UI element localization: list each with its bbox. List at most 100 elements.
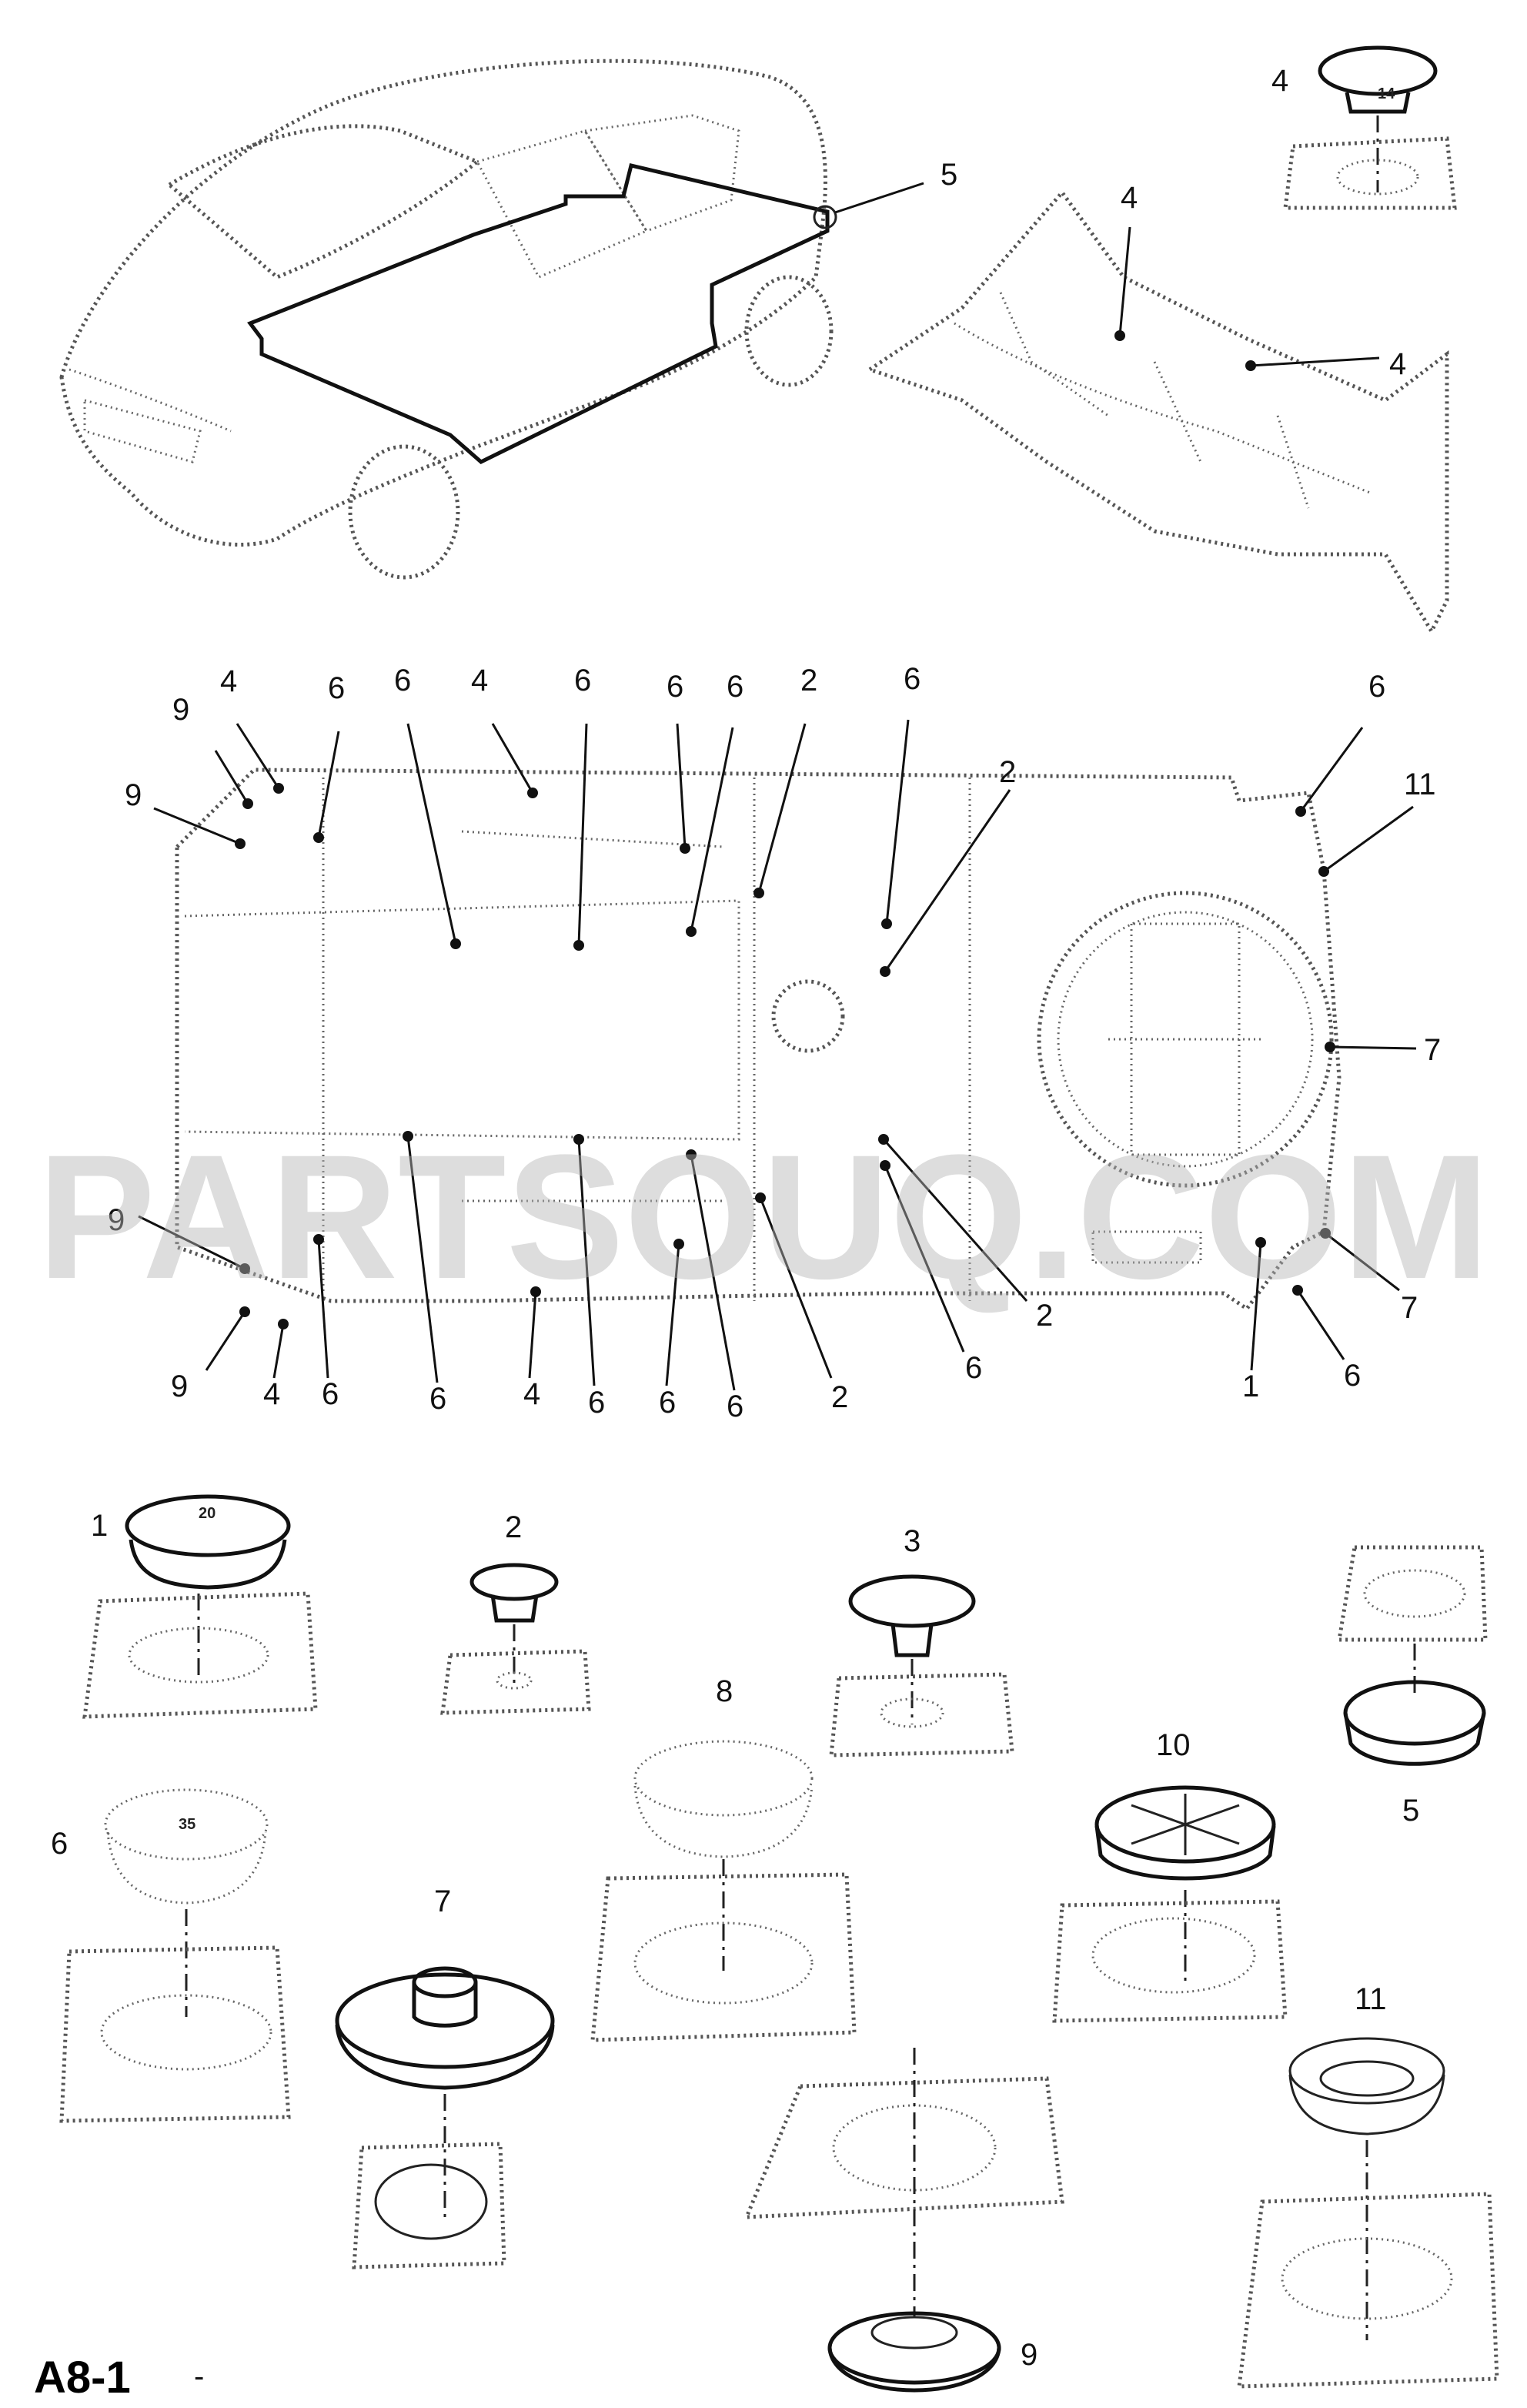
clip-cap: [848, 1574, 976, 1628]
leader-line: [1296, 1289, 1345, 1360]
part-label: 4: [1271, 64, 1288, 98]
car-grille: [83, 399, 202, 463]
callout-label: 6: [322, 1377, 339, 1411]
leader-line: [884, 1165, 965, 1353]
mounting-panel: [1052, 1899, 1288, 2023]
leader-line: [577, 723, 588, 946]
part-label: 9: [1021, 2338, 1037, 2372]
mounting-panel: [59, 1945, 291, 2123]
leader-line: [1118, 226, 1131, 336]
leader-line: [214, 750, 249, 804]
leader-line: [317, 731, 340, 838]
part-label: 1: [91, 1509, 108, 1543]
page-mark: -: [194, 2360, 204, 2393]
clip-cap: [469, 1563, 559, 1601]
plug-disc-side: [1094, 1825, 1276, 1881]
leader-line: [757, 723, 807, 894]
floor-round-boss: [771, 979, 845, 1053]
car-view: 5: [59, 59, 957, 580]
callout-label: 1: [1242, 1370, 1259, 1403]
callout-label: 6: [1368, 670, 1385, 704]
mounting-panel: [1283, 136, 1457, 210]
leader-line: [317, 1239, 329, 1379]
mounting-panel: [1237, 2192, 1499, 2389]
callout-label: 9: [171, 1370, 188, 1403]
plug-cap: [104, 1788, 269, 1861]
mounting-hole: [633, 1921, 814, 2005]
grommet-body: [1288, 2074, 1445, 2135]
plug-body: [633, 1785, 814, 1858]
part-2-detail: 2: [440, 1510, 591, 1715]
part-label: 6: [51, 1827, 68, 1861]
leader-line: [1250, 356, 1380, 367]
leader-line: [153, 807, 241, 845]
callout-label: 2: [831, 1380, 848, 1414]
leader-line: [759, 1197, 833, 1379]
plug-size-mark: 14: [1378, 85, 1395, 102]
bulkhead-outline: [865, 189, 1449, 636]
leader-line: [690, 1154, 736, 1391]
callout-label: 6: [965, 1351, 982, 1385]
callout-label: 6: [727, 670, 743, 704]
leader-line: [885, 719, 910, 925]
callout-label: 4: [1121, 181, 1138, 215]
watermark-text: PARTSOUQ.COM: [38, 1118, 1490, 1316]
floor-tunnel: [184, 899, 740, 1141]
callout-label: 6: [667, 670, 683, 704]
plug-size-mark: 35: [179, 1816, 195, 1833]
callout-label: 6: [429, 1382, 446, 1416]
leader-line: [690, 727, 734, 932]
callout-label: 4: [523, 1377, 540, 1411]
callout-label: 11: [1404, 768, 1436, 801]
callout-label: 6: [659, 1386, 676, 1420]
leader-line: [406, 1135, 439, 1383]
plug-disc-top: [1094, 1785, 1276, 1864]
mounting-hole: [880, 1697, 944, 1728]
leader-line: [1299, 727, 1364, 812]
callout-label: 4: [471, 664, 488, 697]
callout-label: 4: [1389, 347, 1406, 381]
floor-callout-labels: 9 4 6 6 4 6 6 6 2 6 6 9 2 11 7 9 9 4 6 6…: [108, 662, 1441, 1423]
plug-cap: [1318, 45, 1438, 96]
part-4-detail: 4 14: [1271, 45, 1457, 210]
grommet-body: [1343, 1712, 1486, 1766]
car-windshield: [165, 124, 481, 279]
leader-line: [884, 789, 1011, 972]
leader-line: [1325, 1232, 1400, 1292]
leader-line: [676, 723, 687, 849]
callout-label: 4: [220, 664, 237, 698]
part-label: 10: [1156, 1728, 1191, 1762]
mounting-hole: [1091, 1917, 1256, 1994]
part-10-detail: 10: [1052, 1728, 1288, 2023]
plug-center: [870, 2316, 958, 2349]
part-label: 11: [1355, 1982, 1387, 2016]
mounting-panel: [440, 1649, 591, 1715]
bulkhead-ridge: [954, 322, 1371, 494]
part-label: 2: [505, 1510, 522, 1544]
callout-label: 6: [904, 662, 921, 696]
part-7-detail: 7: [335, 1885, 555, 2269]
spare-wheel-well-cross: [1108, 922, 1262, 1156]
bulkhead-view: 4 4: [865, 181, 1449, 636]
leader-line: [1323, 805, 1414, 873]
plug-boss: [412, 1982, 478, 2028]
leader-line: [272, 1323, 285, 1379]
grommet-bore: [1319, 2060, 1415, 2097]
plug-flange: [335, 1972, 555, 2069]
callout-label: 2: [1036, 1299, 1053, 1333]
plug-stem: [1345, 92, 1411, 114]
leader-line: [138, 1215, 246, 1270]
callout-label: 6: [727, 1390, 743, 1423]
callout-label: 5: [941, 158, 957, 192]
car-front-bumper: [68, 368, 232, 433]
floor-panel-highlight: [247, 163, 830, 464]
plug-size-mark: 20: [199, 1505, 216, 1522]
grommet-top: [1288, 2037, 1445, 2105]
callout-label: 6: [1344, 1359, 1361, 1393]
callout-label: 6: [588, 1386, 605, 1420]
callout-label: 2: [999, 755, 1016, 789]
mounting-panel: [352, 2142, 506, 2269]
leader-line: [882, 1139, 1028, 1302]
plug-body: [129, 1539, 287, 1590]
